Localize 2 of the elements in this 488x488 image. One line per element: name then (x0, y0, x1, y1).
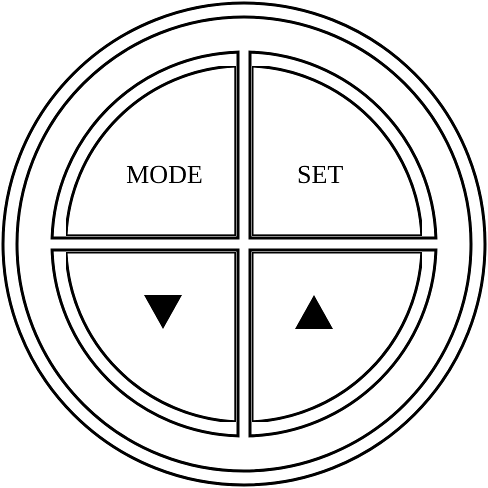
button-label: SET (297, 162, 344, 188)
button-label: MODE (126, 162, 203, 188)
